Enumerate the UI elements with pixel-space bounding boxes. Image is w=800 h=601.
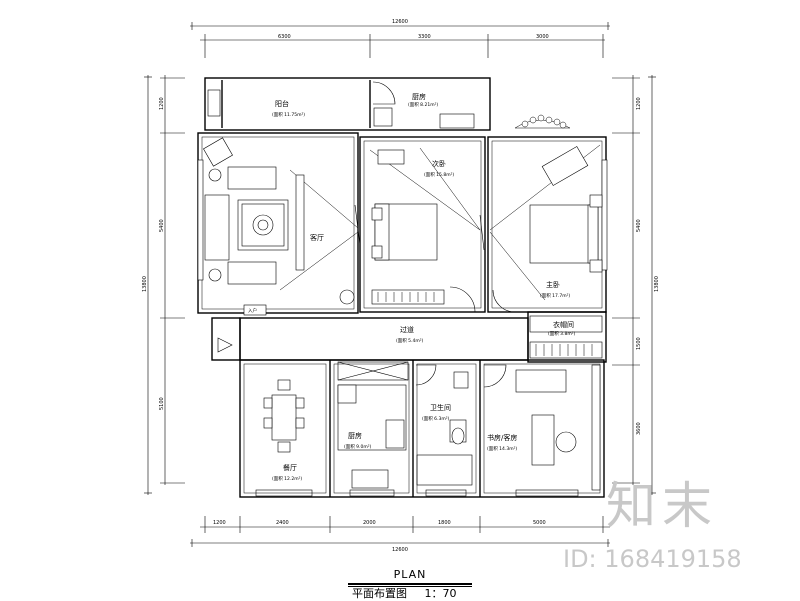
dimension-lines (144, 22, 656, 547)
dim-right-seg-4: 3600 (636, 422, 642, 435)
dim-bottom-seg-2: 2400 (276, 520, 289, 526)
room-label-bedroom: 次卧 (432, 159, 446, 168)
dim-left-overall: 13800 (142, 276, 148, 292)
dim-left-seg-2: 5400 (159, 219, 165, 232)
furniture (203, 89, 603, 489)
dim-top-seg-1: 6300 (278, 34, 291, 40)
room-sub-kitchen: (面积 9.0m²) (344, 443, 372, 450)
dim-bottom-seg-4: 1800 (438, 520, 451, 526)
room-labels: 阳台 (面积 11.75m²) 厨房 (面积 8.21m²) 客厅 次卧 (面积… (248, 92, 576, 482)
doors (329, 81, 516, 432)
title-underline (348, 583, 472, 585)
windows (197, 159, 608, 497)
room-label-bath: 卫生间 (430, 403, 451, 412)
dim-left-seg-1: 1200 (159, 97, 165, 110)
dim-top-overall: 12600 (392, 19, 408, 25)
dim-bottom-seg-1: 1200 (213, 520, 226, 526)
room-label-balcony: 阳台 (275, 99, 289, 108)
room-label-entry: 入户 (248, 307, 257, 314)
room-label-study: 书房/客房 (487, 433, 517, 442)
room-label-living: 客厅 (310, 233, 324, 242)
dimension-labels: 12600 6300 3300 3000 1200 2400 2000 1800… (142, 19, 660, 553)
dim-right-seg-2: 5400 (636, 219, 642, 232)
wardrobe-hatch (377, 292, 593, 356)
walls (197, 77, 607, 498)
room-sub-study: (面积 14.3m²) (487, 445, 517, 452)
dim-left-seg-3: 5100 (159, 397, 165, 410)
plan-title-en: PLAN (393, 568, 427, 581)
room-sub-bedroom: (面积 15.8m²) (424, 171, 454, 178)
dim-right-seg-1: 1200 (636, 97, 642, 110)
room-label-kitchen: 厨房 (348, 431, 362, 440)
plan-title-cn-text: 平面布置图 (352, 587, 407, 600)
room-sub-closet: (面积 3.8m²) (548, 330, 576, 337)
room-sub-kitchen-small: (面积 8.21m²) (408, 101, 438, 108)
room-label-corridor: 过道 (400, 325, 414, 334)
room-sub-balcony: (面积 11.75m²) (272, 111, 305, 118)
dim-bottom-seg-5: 5000 (533, 520, 546, 526)
room-label-master: 主卧 (546, 280, 560, 289)
dim-top-seg-3: 3000 (536, 34, 549, 40)
room-label-kitchen-small: 厨房 (412, 92, 426, 101)
dim-bottom-overall: 12600 (392, 547, 408, 553)
room-label-closet: 衣帽间 (553, 320, 574, 329)
dim-right-overall: 13800 (654, 276, 660, 292)
dim-top-seg-2: 3300 (418, 34, 431, 40)
room-sub-bath: (面积 6.3m²) (422, 415, 450, 422)
room-sub-master: (面积 17.7m²) (540, 292, 570, 299)
entry-arrow (217, 337, 233, 353)
room-sub-dining: (面积 12.2m²) (272, 475, 302, 482)
balcony-planter (514, 114, 571, 129)
plan-title-cn: 平面布置图 1：70 (352, 585, 457, 601)
room-label-dining: 餐厅 (283, 463, 297, 472)
title-underline-thin (348, 586, 472, 587)
dim-bottom-seg-3: 2000 (363, 520, 376, 526)
dim-right-seg-3: 1500 (636, 337, 642, 350)
plan-scale: 1：70 (424, 587, 457, 600)
room-sub-corridor: (面积 5.4m²) (396, 337, 424, 344)
